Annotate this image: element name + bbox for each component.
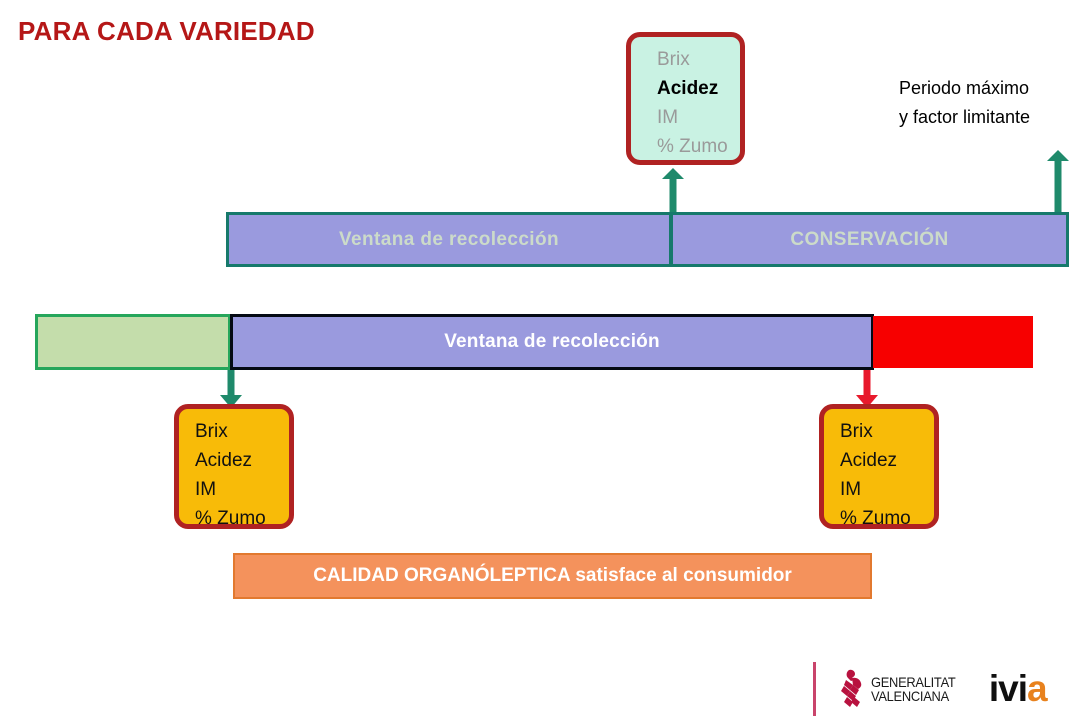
arrow-shaft bbox=[669, 177, 677, 212]
periodo-note-line1: Periodo máximo bbox=[899, 78, 1030, 98]
periodo-note-line2: y factor limitante bbox=[899, 107, 1031, 127]
metric-box-left: Brix Acidez IM % Zumo bbox=[174, 404, 294, 529]
quality-banner-text: CALIDAD ORGANÓLEPTICA satisface al consu… bbox=[313, 565, 792, 586]
arrow-shaft bbox=[863, 366, 871, 397]
parameter-acidez: Acidez bbox=[657, 78, 719, 99]
upper-segment-ventana-label: Ventana de recolección bbox=[339, 228, 559, 250]
metric-box-right: Brix Acidez IM % Zumo bbox=[819, 404, 939, 529]
metric-right-im: IM bbox=[840, 479, 862, 500]
arrow-head bbox=[1047, 150, 1069, 161]
gva-line1: GENERALITAT bbox=[871, 674, 956, 690]
metric-right-acidez: Acidez bbox=[840, 450, 898, 471]
metric-left-zumo: % Zumo bbox=[195, 508, 266, 529]
lower-segment-ventana-recoleccion: Ventana de recolección bbox=[230, 314, 874, 370]
lower-segment-ventana-label: Ventana de recolección bbox=[444, 331, 660, 352]
gva-line2: VALENCIANA bbox=[871, 688, 949, 704]
upper-segment-conservacion-label: CONSERVACIÓN bbox=[790, 228, 949, 250]
upper-timeline-bar: Ventana de recolección CONSERVACIÓN bbox=[226, 212, 1069, 267]
parameter-brix: Brix bbox=[657, 49, 690, 70]
parameter-zumo: % Zumo bbox=[657, 136, 728, 157]
ivia-logo: ivia bbox=[988, 668, 1048, 709]
red-arrow-down-right-icon bbox=[856, 366, 878, 408]
generalitat-valenciana-logo: GENERALITAT VALENCIANA bbox=[840, 669, 963, 709]
parameter-im: IM bbox=[657, 107, 679, 128]
arrow-head bbox=[662, 168, 684, 179]
arrow-shaft bbox=[227, 366, 235, 397]
upper-segment-conservacion: CONSERVACIÓN bbox=[673, 215, 1066, 264]
metric-left-brix: Brix bbox=[195, 421, 228, 442]
ivia-dark-part: ivi bbox=[988, 668, 1028, 709]
lower-segment-post-harvest bbox=[873, 316, 1033, 368]
ivia-accent-part: a bbox=[1027, 668, 1048, 709]
metric-left-im: IM bbox=[195, 479, 217, 500]
metric-left-acidez: Acidez bbox=[195, 450, 253, 471]
green-arrow-down-left-icon bbox=[220, 366, 242, 408]
quality-banner: CALIDAD ORGANÓLEPTICA satisface al consu… bbox=[233, 553, 872, 599]
green-arrow-up-center-icon bbox=[662, 168, 684, 212]
arrow-shaft bbox=[1054, 159, 1062, 212]
lower-timeline-bar: Ventana de recolección bbox=[35, 314, 1033, 370]
footer-logos: GENERALITAT VALENCIANA ivia bbox=[813, 661, 1069, 717]
periodo-maximo-note: Periodo máximo y factor limitante bbox=[899, 74, 1030, 132]
green-arrow-up-right-icon bbox=[1047, 150, 1069, 212]
metric-right-brix: Brix bbox=[840, 421, 873, 442]
generalitat-wordmark: GENERALITAT VALENCIANA bbox=[871, 675, 963, 703]
upper-segment-ventana-recoleccion: Ventana de recolección bbox=[229, 215, 673, 264]
page-title: PARA CADA VARIEDAD bbox=[18, 16, 315, 46]
logo-divider-left bbox=[813, 662, 816, 716]
top-quality-parameters-box: Brix Acidez IM % Zumo bbox=[626, 32, 745, 165]
generalitat-emblem-icon bbox=[841, 669, 862, 707]
metric-right-zumo: % Zumo bbox=[840, 508, 911, 529]
lower-segment-pre-harvest bbox=[35, 314, 231, 370]
